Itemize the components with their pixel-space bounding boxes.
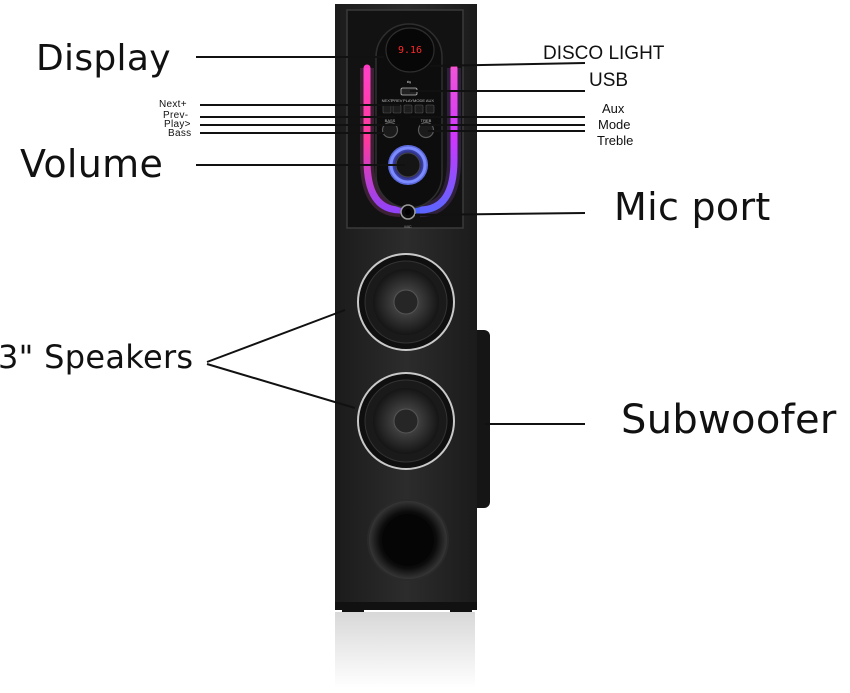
callout-subwoofer: Subwoofer (621, 397, 837, 443)
foot-right (450, 608, 472, 612)
speaker-3in-bottom (357, 372, 455, 470)
floor-reflection (335, 612, 475, 688)
callout-speakers: 3" Speakers (0, 338, 194, 376)
callout-treble: Treble (597, 133, 634, 148)
play-button[interactable] (403, 104, 413, 114)
led-display (385, 27, 435, 73)
disco-light-right (408, 64, 458, 214)
svg-text:AUX: AUX (426, 98, 435, 103)
callout-prev: Prev- (163, 110, 189, 121)
callout-play: Play> (164, 119, 191, 130)
callout-aux: Aux (602, 101, 625, 116)
bass-knob-label: BASS (385, 118, 396, 123)
mic-label: MIC (404, 224, 411, 229)
callout-volume: Volume (20, 142, 164, 186)
svg-text:MODE: MODE (413, 98, 425, 103)
display-readout: 9.16 (398, 45, 422, 56)
speaker-3in-top (357, 253, 455, 351)
callout-mic-port: Mic port (614, 185, 771, 229)
disco-light-left (363, 64, 416, 214)
prev-button[interactable] (392, 104, 402, 114)
callout-mode: Mode (598, 117, 631, 132)
callout-display: Display (36, 38, 171, 79)
treble-knob-label: TREB (421, 118, 432, 123)
callout-bass: Bass (168, 128, 192, 139)
bass-knob[interactable] (381, 121, 399, 139)
callout-lines (196, 56, 586, 425)
callout-next: Next+ (159, 99, 187, 110)
svg-text:PLAY: PLAY (403, 98, 413, 103)
aux-button[interactable] (425, 104, 435, 114)
callout-disco-light: DISCO LIGHT (543, 43, 665, 64)
svg-text:NEXT: NEXT (382, 98, 393, 103)
svg-text:⇆: ⇆ (407, 80, 411, 86)
callout-usb: USB (589, 70, 629, 91)
next-button[interactable] (382, 104, 392, 114)
svg-text:PREV: PREV (392, 98, 403, 103)
foot-left (342, 608, 364, 612)
panel-button-row: NEXT PREV PLAY MODE AUX (382, 98, 435, 114)
mode-button[interactable] (414, 104, 424, 114)
